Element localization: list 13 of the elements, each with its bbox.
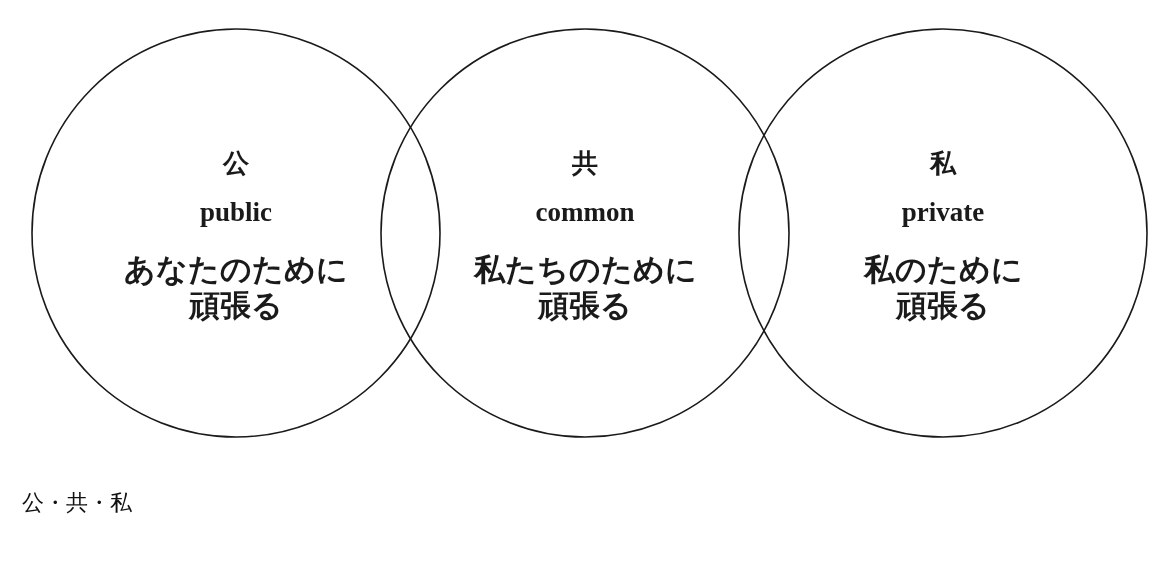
circle-subtitle: public [199,196,272,229]
venn-circle [380,28,790,438]
circle-subtitle: private [901,196,985,229]
circle-text: 私たちのために頑張る [472,252,698,324]
circle-text: 私のために頑張る [862,252,1024,324]
venn-circle [738,28,1148,438]
circle-title: 共 [572,148,598,180]
circle-title: 私 [930,148,956,180]
circle-text: あなたのために頑張る [123,252,349,324]
figure-caption: 公・共・私 [22,489,132,517]
venn-circle [31,28,441,438]
circle-title: 公 [223,148,249,180]
circle-subtitle: common [535,196,635,229]
